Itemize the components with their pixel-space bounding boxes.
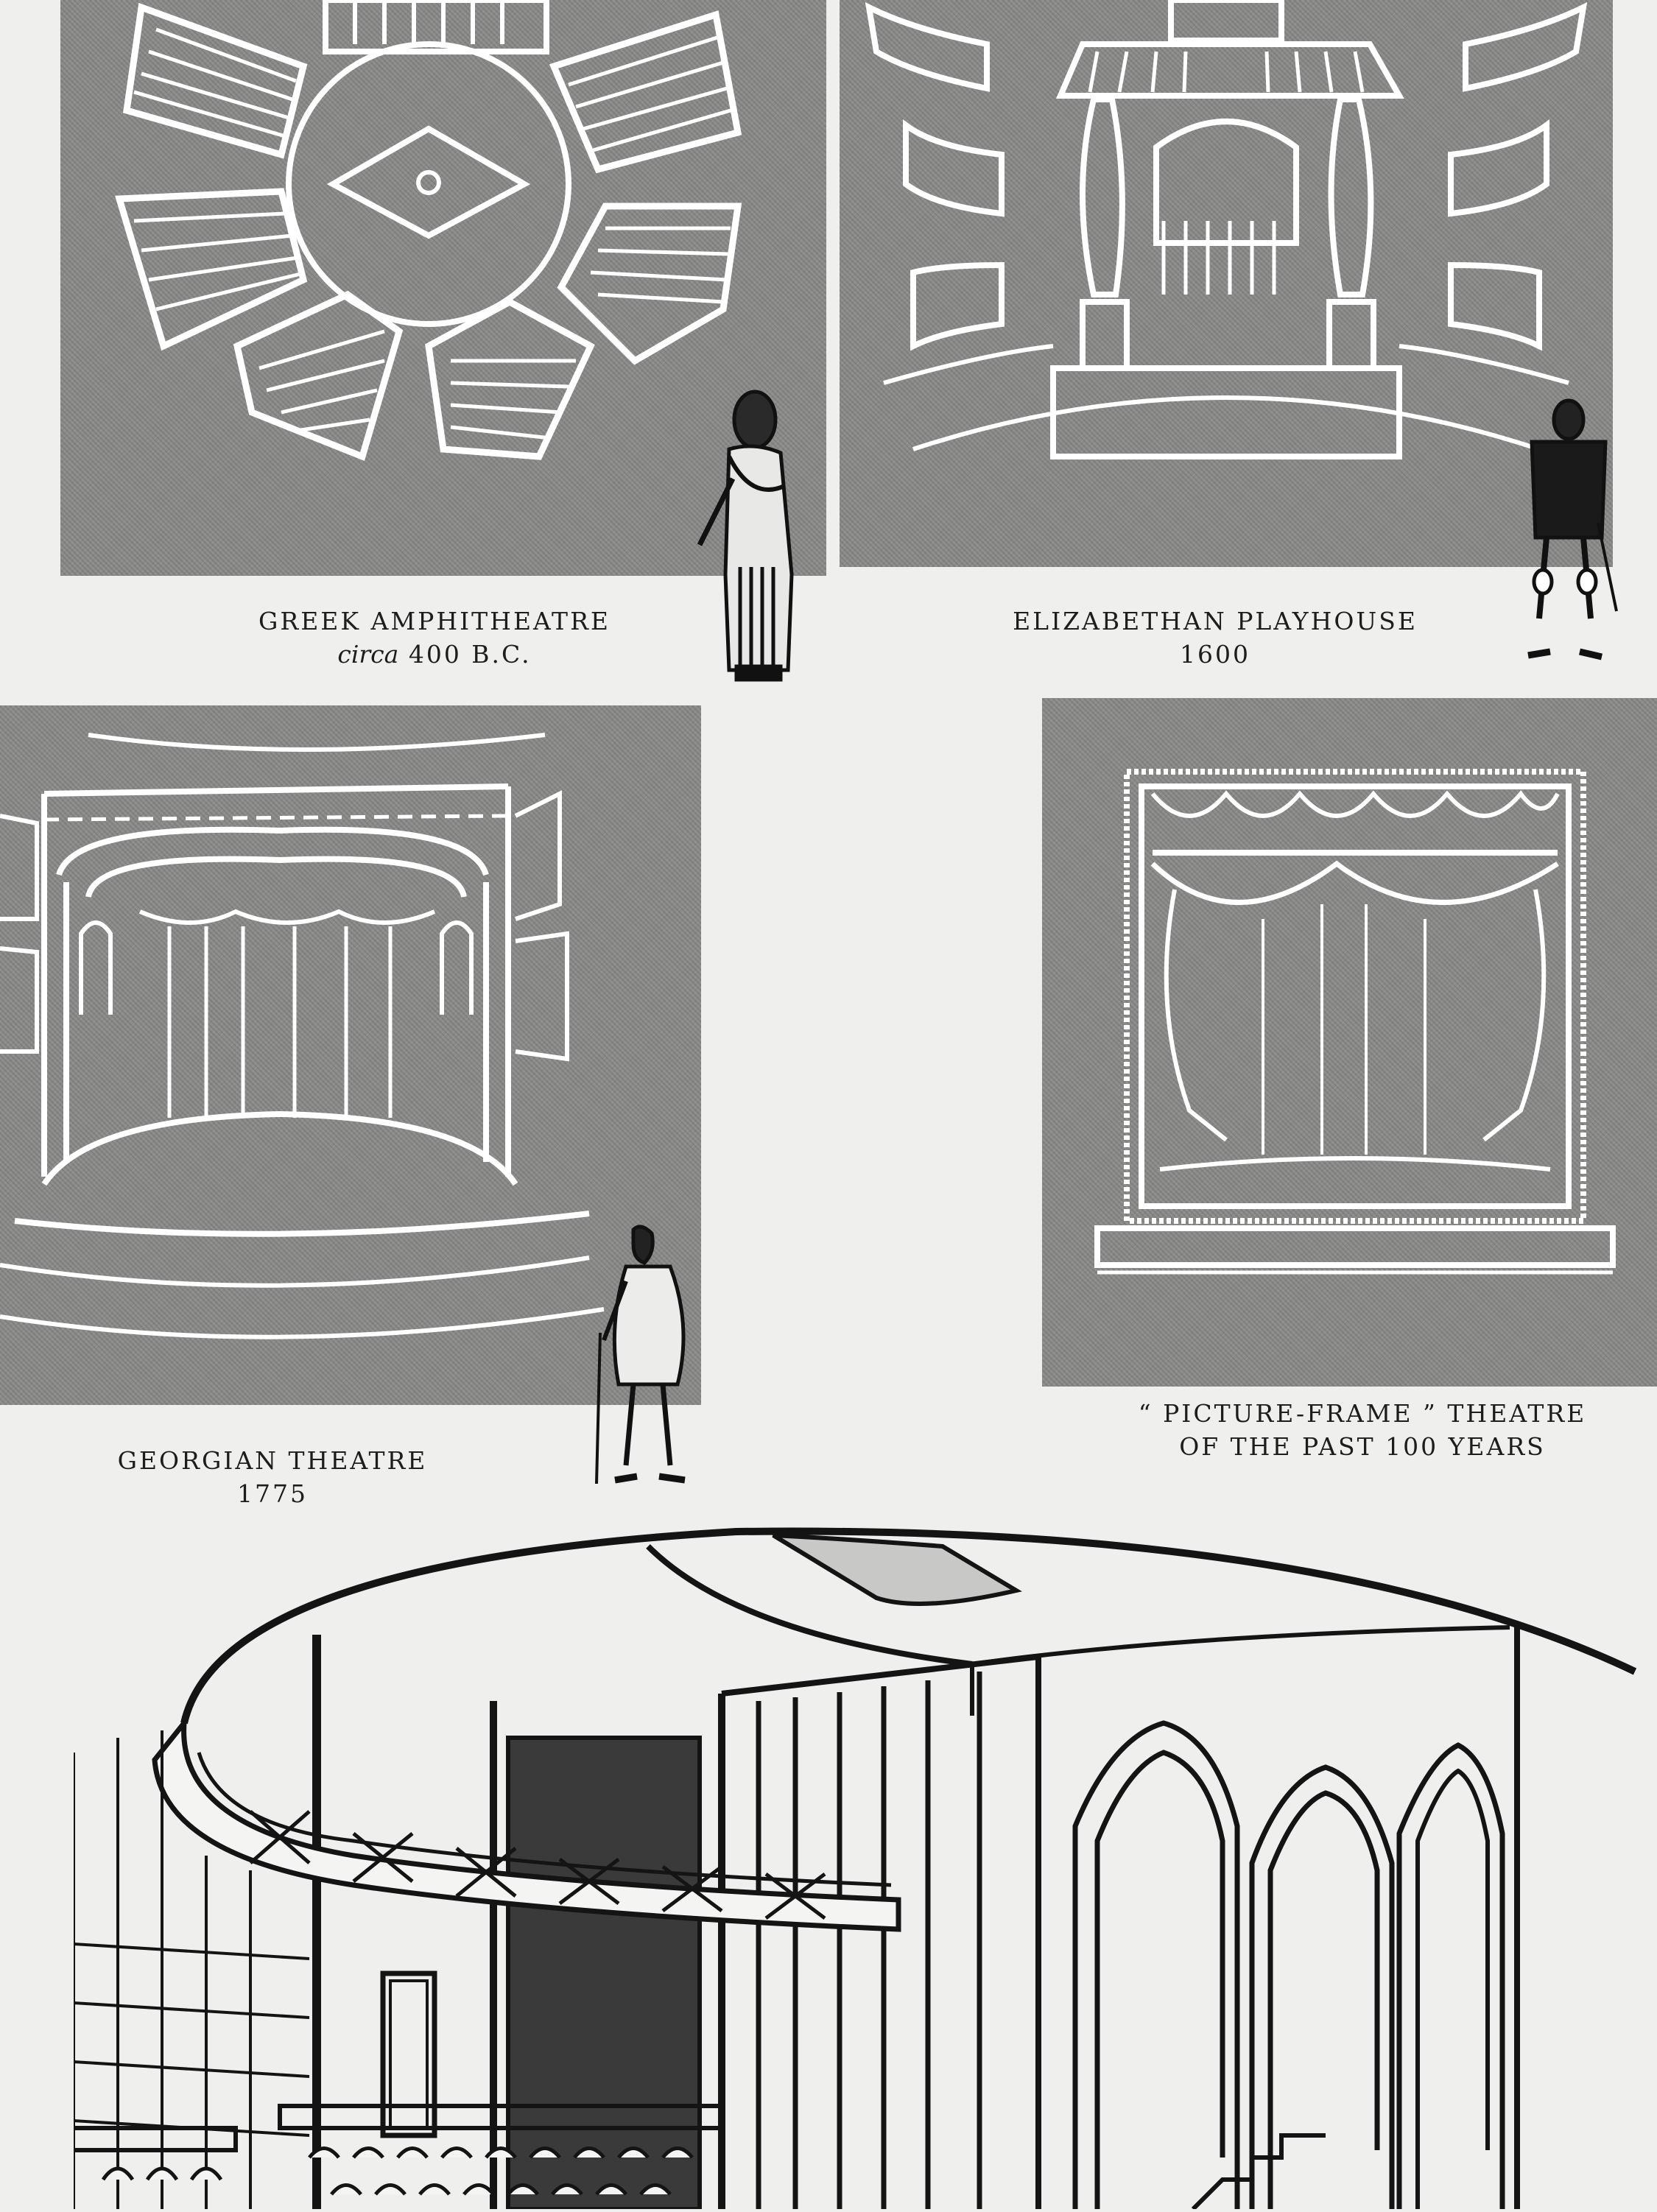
greek-amphitheatre-panel: [60, 0, 826, 576]
georgian-caption-year: 1775: [237, 1479, 308, 1508]
picture-frame-caption-title: “ PICTURE-FRAME ” THEATRE: [1138, 1399, 1587, 1428]
elizabethan-playhouse-illustration: [865, 0, 1588, 459]
elizabethan-caption-year: 1600: [1180, 639, 1250, 669]
elizabethan-playhouse-panel: [840, 0, 1613, 567]
greek-caption-date: circa 400 B.C.: [206, 638, 663, 672]
greek-caption-circa: circa: [337, 639, 399, 669]
elizabethan-playhouse-caption: ELIZABETHAN PLAYHOUSE 1600: [979, 605, 1451, 671]
picture-frame-theatre-panel: [1042, 698, 1657, 1387]
picture-frame-theatre-caption: “ PICTURE-FRAME ” THEATRE OF THE PAST 10…: [1134, 1398, 1591, 1463]
greek-caption-year: 400 B.C.: [398, 639, 532, 669]
georgian-figure-illustration: [582, 1222, 707, 1495]
greek-amphitheatre-caption: GREEK AMPHITHEATRE circa 400 B.C.: [206, 605, 663, 671]
elizabethan-caption-title: ELIZABETHAN PLAYHOUSE: [1013, 607, 1418, 635]
picture-frame-theatre-illustration: [1094, 769, 1616, 1275]
georgian-theatre-illustration: [0, 733, 605, 1339]
georgian-theatre-caption: GEORGIAN THEATRE 1775: [81, 1445, 464, 1510]
georgian-caption-title: GEORGIAN THEATRE: [117, 1446, 428, 1475]
greek-figure-illustration: [685, 383, 810, 685]
greek-caption-title: GREEK AMPHITHEATRE: [258, 607, 611, 635]
georgian-theatre-panel: [0, 705, 701, 1405]
elizabethan-figure-illustration: [1495, 390, 1620, 670]
picture-frame-caption-subtitle: OF THE PAST 100 YEARS: [1179, 1431, 1546, 1461]
greek-amphitheatre-illustration: [115, 0, 742, 462]
modern-theatre-illustration: [72, 1517, 1657, 2211]
